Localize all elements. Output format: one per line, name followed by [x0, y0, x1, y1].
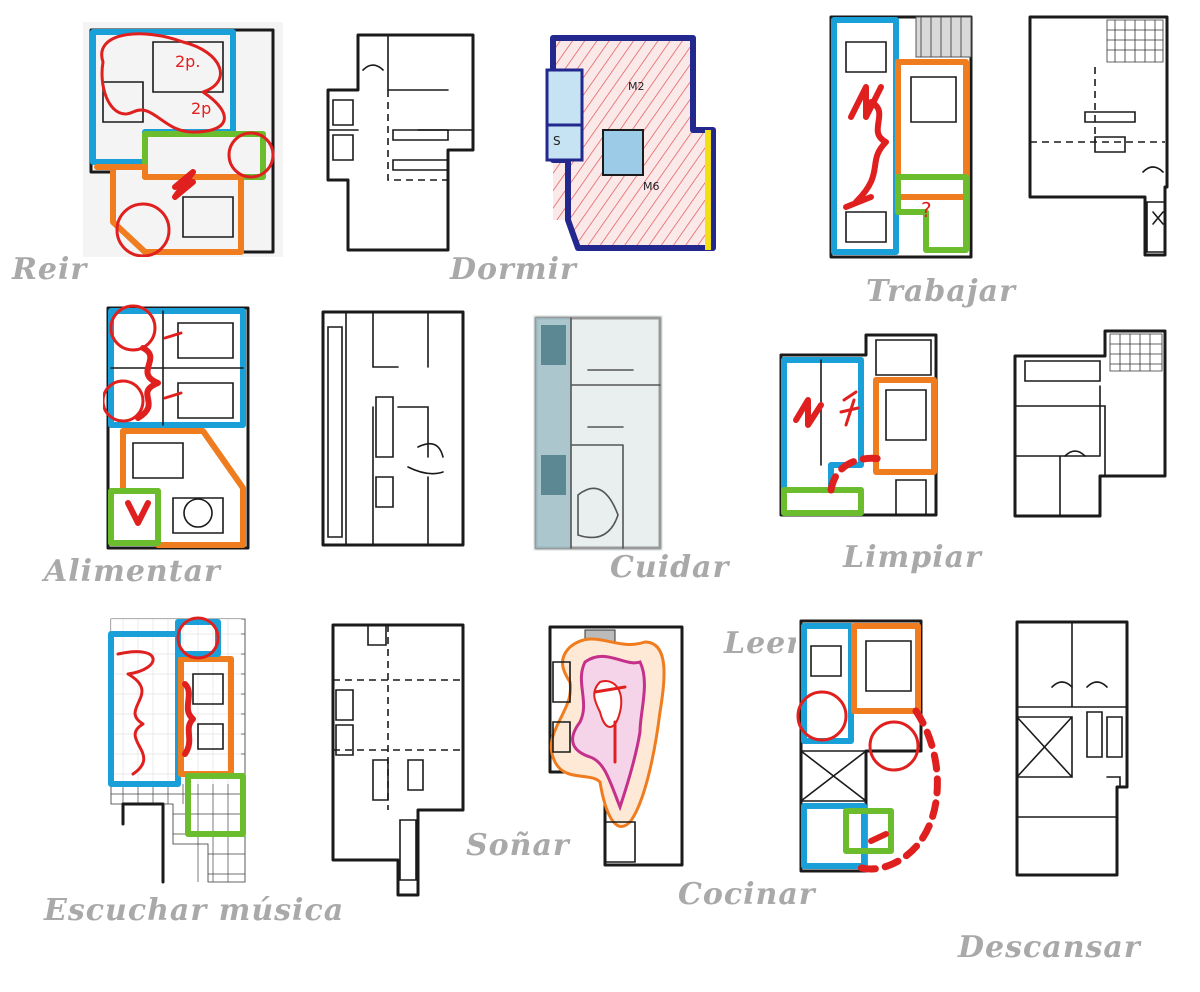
floor-plan-10	[1010, 326, 1168, 522]
floor-plan-leer-cocinar	[796, 616, 946, 878]
svg-text:?: ?	[921, 198, 932, 222]
floor-plan-sonar	[545, 622, 687, 870]
floor-plan-8	[533, 315, 663, 551]
svg-text:S: S	[553, 134, 561, 148]
label-reir: Reir	[12, 252, 88, 287]
floor-plan-5	[1025, 12, 1173, 260]
svg-text:2p.: 2p.	[175, 52, 200, 71]
label-descansar: Descansar	[958, 930, 1141, 965]
floor-plan-limpiar	[776, 330, 944, 522]
floor-plan-trabajar: ?	[826, 12, 978, 262]
floor-plan-7	[318, 307, 468, 550]
label-sonar: Soñar	[466, 828, 570, 863]
label-leer: Leer	[724, 626, 804, 661]
floor-plan-alimentar	[103, 303, 253, 553]
floor-plan-12	[328, 620, 468, 900]
label-trabajar: Trabajar	[866, 274, 1016, 309]
label-escuchar-musica: Escuchar música	[44, 893, 345, 928]
floor-plan-escuchar-musica	[103, 614, 249, 886]
svg-text:M2: M2	[628, 80, 645, 93]
label-alimentar: Alimentar	[44, 554, 221, 589]
label-cocinar: Cocinar	[678, 877, 816, 912]
floor-plan-hatched: S M2 M6	[543, 30, 723, 255]
floor-plan-reir: 2p. 2p	[83, 22, 283, 257]
svg-text:M6: M6	[643, 180, 660, 193]
svg-text:2p: 2p	[191, 99, 211, 118]
floor-plan-descansar	[1012, 617, 1132, 879]
label-dormir: Dormir	[450, 252, 577, 287]
label-cuidar: Cuidar	[610, 550, 730, 585]
label-limpiar: Limpiar	[843, 540, 982, 575]
floor-plan-dormir	[318, 30, 480, 255]
